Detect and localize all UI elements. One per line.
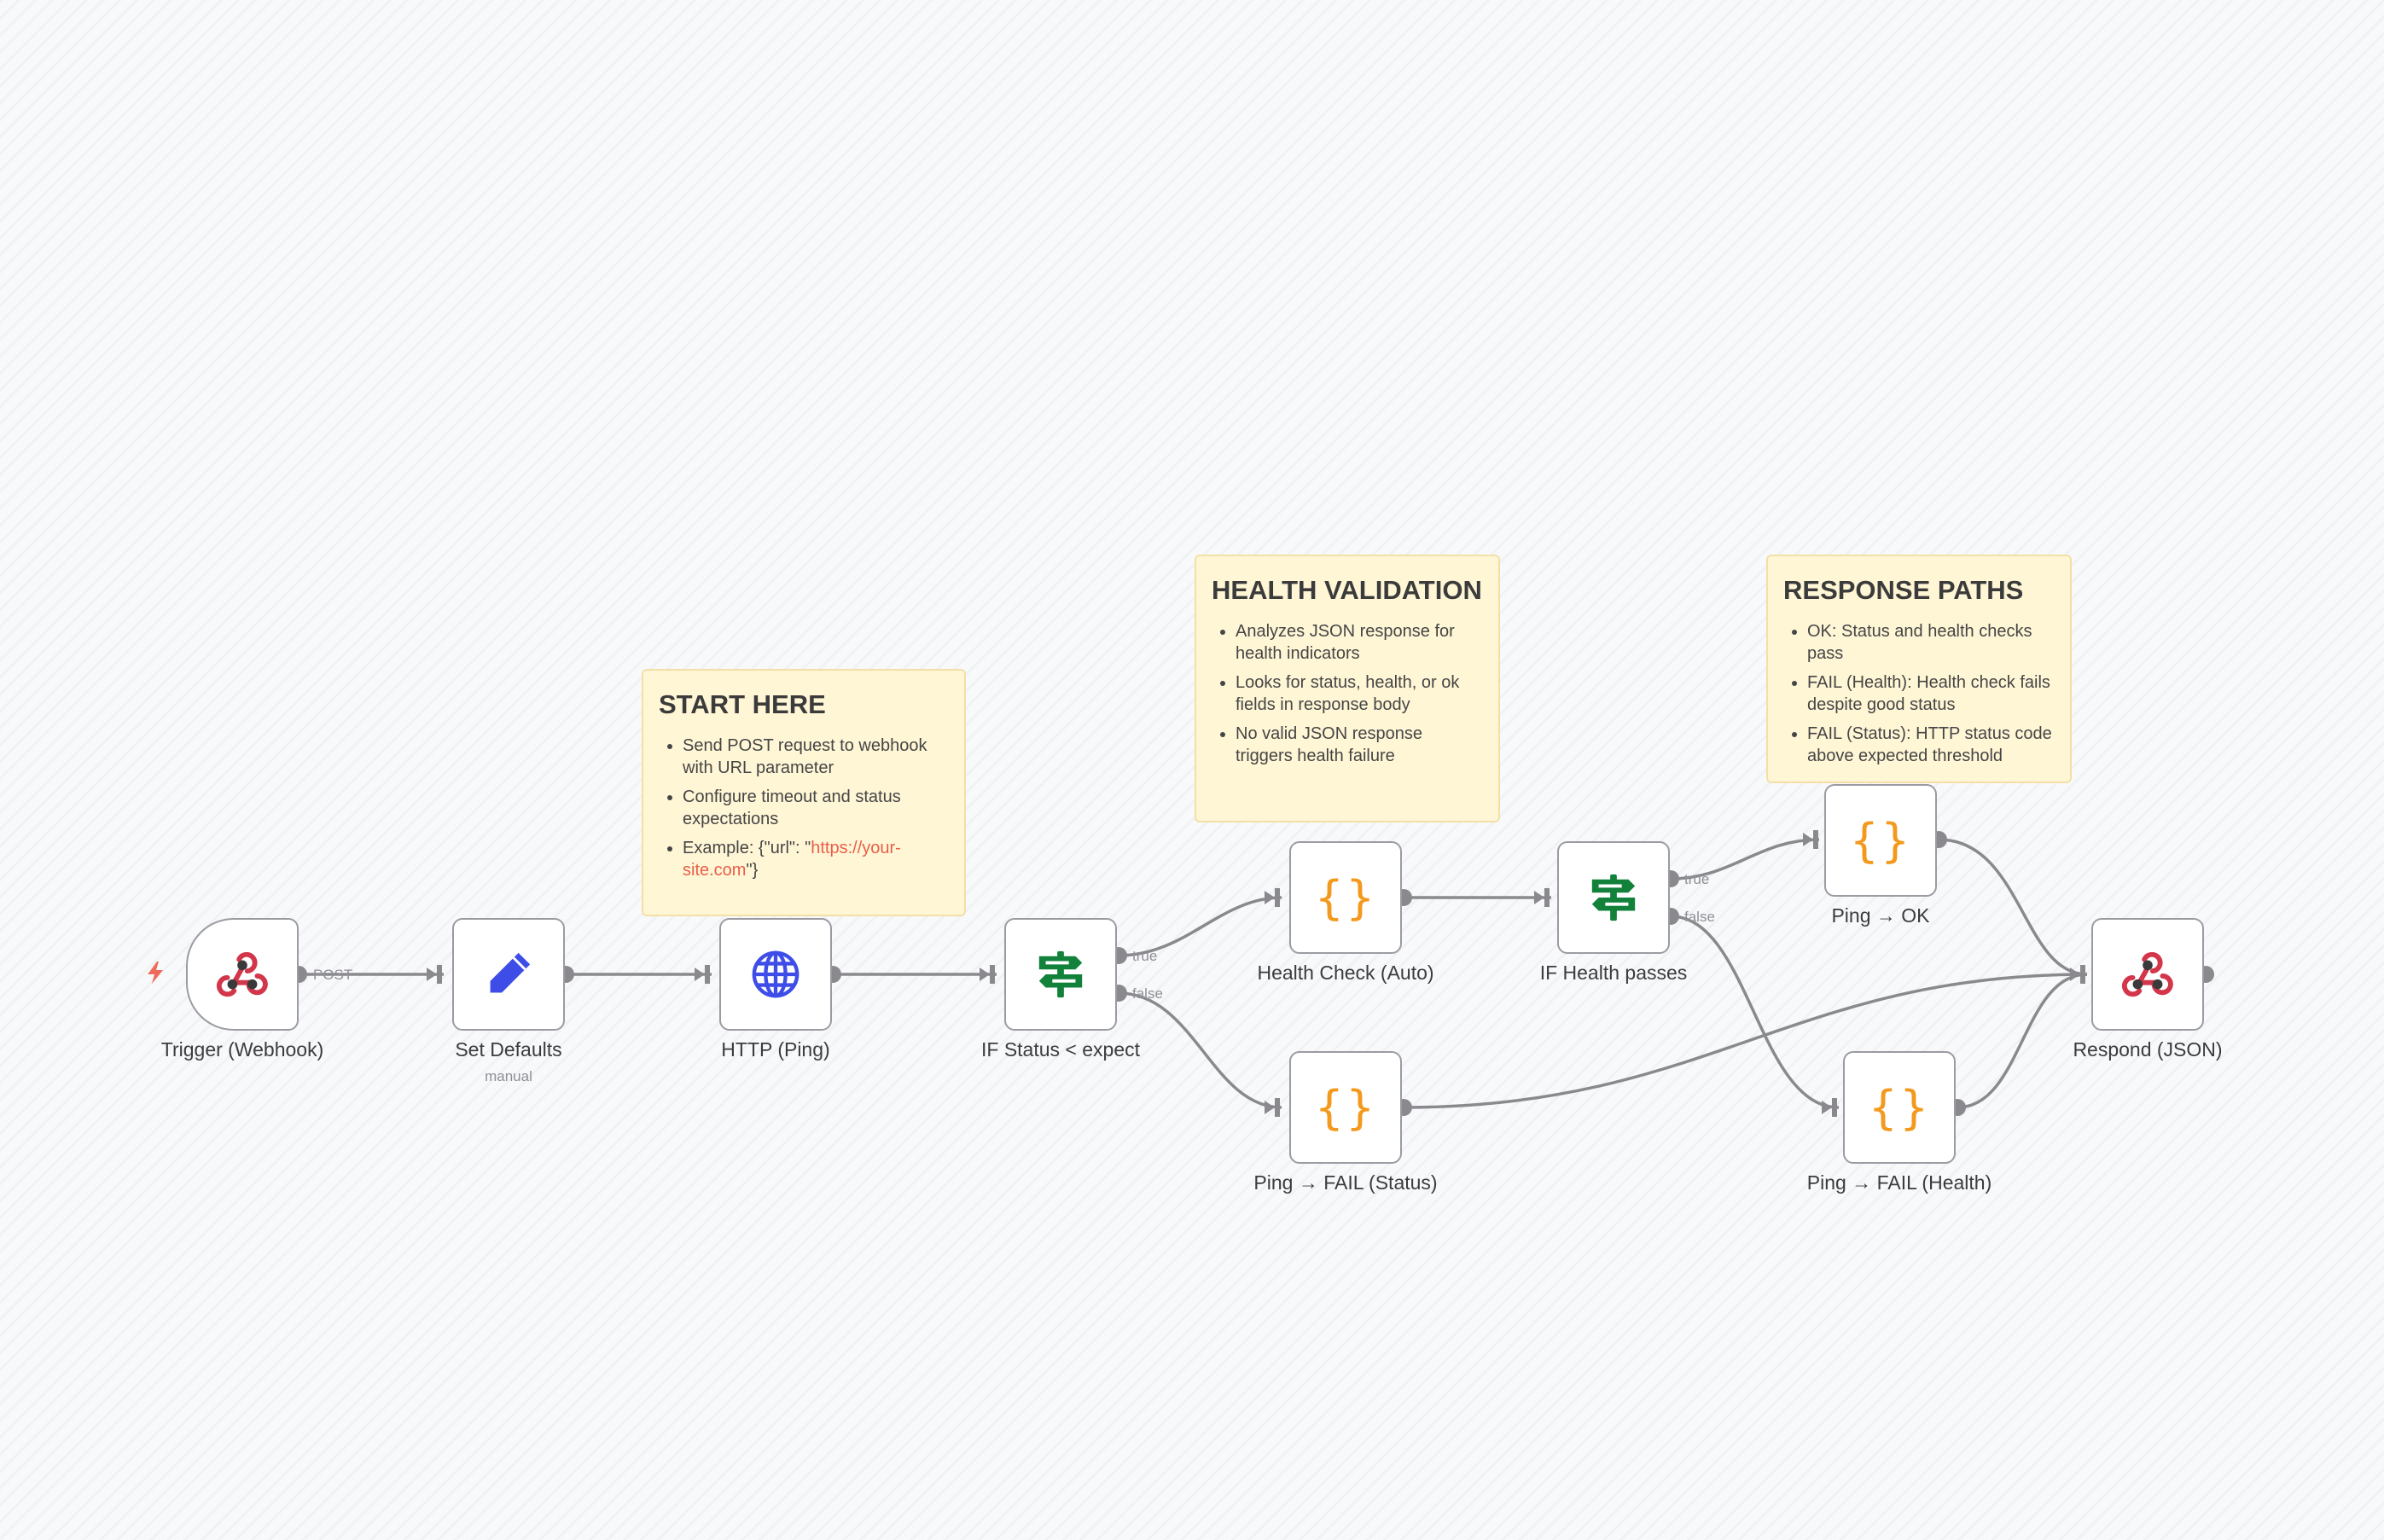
input-handle[interactable] bbox=[1832, 1098, 1837, 1117]
node-label: Ping → OK bbox=[1831, 904, 1930, 927]
signpost-icon bbox=[1591, 874, 1636, 921]
node-ping-ok[interactable]: {} bbox=[1824, 784, 1937, 897]
sticky-bullet: OK: Status and health checks pass bbox=[1807, 620, 2055, 665]
sticky-bullet: Example: {"url": "https://your-site.com"… bbox=[683, 837, 949, 881]
node-label: Trigger (Webhook) bbox=[160, 1038, 324, 1061]
sticky-bullet: No valid JSON response triggers health f… bbox=[1236, 723, 1483, 767]
node-label: Set Defaults bbox=[455, 1038, 562, 1061]
input-handle[interactable] bbox=[1813, 830, 1818, 849]
node-trigger-webhook[interactable] bbox=[186, 918, 299, 1031]
input-handle[interactable] bbox=[1275, 888, 1280, 907]
edge-fail-status-to-respond[interactable] bbox=[1403, 973, 2088, 1109]
node-label: Respond (JSON) bbox=[2073, 1038, 2223, 1061]
edge-label-true: true bbox=[1132, 948, 1157, 964]
edge-if-status-true[interactable] bbox=[1118, 896, 1282, 957]
input-handle[interactable] bbox=[705, 965, 710, 984]
edge-if-health-false[interactable] bbox=[1670, 915, 1840, 1109]
input-handle[interactable] bbox=[2080, 965, 2085, 984]
node-sublabel: manual bbox=[485, 1068, 532, 1084]
edge-label-true: true bbox=[1684, 871, 1709, 887]
node-label: IF Status < expect bbox=[980, 1038, 1140, 1061]
edge-label-false: false bbox=[1132, 985, 1163, 1002]
code-braces-icon: {} bbox=[1314, 1080, 1377, 1135]
node-ping-fail-status[interactable]: {} bbox=[1289, 1051, 1402, 1164]
sticky-bullet: Looks for status, health, or ok fields i… bbox=[1236, 671, 1483, 716]
input-handle[interactable] bbox=[437, 965, 442, 984]
node-label: HTTP (Ping) bbox=[721, 1038, 830, 1061]
code-braces-icon: {} bbox=[1849, 813, 1912, 868]
arrowhead bbox=[1822, 1101, 1832, 1114]
sticky-title: HEALTH VALIDATION bbox=[1212, 575, 1482, 605]
node-label: Health Check (Auto) bbox=[1257, 962, 1434, 984]
arrowhead bbox=[695, 968, 705, 981]
node-if-status[interactable] bbox=[1004, 918, 1117, 1031]
node-if-health[interactable] bbox=[1557, 841, 1670, 954]
code-braces-icon: {} bbox=[1868, 1080, 1931, 1135]
input-handle[interactable] bbox=[990, 965, 995, 984]
sticky-response-paths[interactable]: RESPONSE PATHS OK: Status and health che… bbox=[1766, 555, 2072, 783]
arrowhead bbox=[1534, 891, 1544, 904]
edge-label-false: false bbox=[1684, 909, 1715, 925]
node-set-defaults[interactable] bbox=[452, 918, 565, 1031]
node-respond-json[interactable] bbox=[2091, 918, 2204, 1031]
arrowhead bbox=[427, 968, 437, 981]
bullet-text: "} bbox=[746, 860, 759, 880]
node-label: Ping → FAIL (Health) bbox=[1806, 1171, 1992, 1194]
sticky-bullet: Send POST request to webhook with URL pa… bbox=[683, 735, 949, 779]
sticky-start-here[interactable]: START HERE Send POST request to webhook … bbox=[642, 669, 966, 916]
sticky-bullet: Analyzes JSON response for health indica… bbox=[1236, 620, 1483, 665]
node-ping-fail-health[interactable]: {} bbox=[1843, 1051, 1956, 1164]
input-handle[interactable] bbox=[1544, 888, 1550, 907]
arrowhead bbox=[2070, 968, 2080, 981]
node-health-check[interactable]: {} bbox=[1289, 841, 1402, 954]
sticky-bullet: Configure timeout and status expectation… bbox=[683, 786, 949, 830]
sticky-title: START HERE bbox=[659, 689, 826, 719]
webhook-icon bbox=[2121, 951, 2173, 997]
arrowhead bbox=[980, 968, 990, 981]
webhook-icon bbox=[216, 951, 268, 997]
lightning-bolt-icon bbox=[148, 962, 163, 984]
arrowhead bbox=[1803, 833, 1813, 846]
pencil-icon bbox=[490, 952, 531, 993]
arrowhead bbox=[1265, 1101, 1275, 1114]
arrowhead bbox=[1265, 891, 1275, 904]
sticky-bullet: FAIL (Health): Health check fails despit… bbox=[1807, 671, 2055, 716]
bullet-text: Example: {"url": " bbox=[683, 838, 811, 857]
input-handle[interactable] bbox=[1275, 1098, 1280, 1117]
node-label: Ping → FAIL (Status) bbox=[1253, 1171, 1438, 1194]
node-http-ping[interactable] bbox=[719, 918, 832, 1031]
signpost-icon bbox=[1038, 950, 1083, 998]
globe-icon bbox=[752, 950, 800, 998]
example-url-link[interactable]: https://your-site.com bbox=[683, 838, 901, 880]
edge-label-post: POST bbox=[313, 967, 352, 983]
node-label: IF Health passes bbox=[1539, 962, 1688, 984]
edge-if-health-true[interactable] bbox=[1670, 838, 1820, 880]
code-braces-icon: {} bbox=[1314, 870, 1377, 925]
sticky-bullet: FAIL (Status): HTTP status code above ex… bbox=[1807, 723, 2055, 767]
sticky-title: RESPONSE PATHS bbox=[1783, 575, 2024, 605]
sticky-health-validation[interactable]: HEALTH VALIDATION Analyzes JSON response… bbox=[1195, 555, 1500, 822]
